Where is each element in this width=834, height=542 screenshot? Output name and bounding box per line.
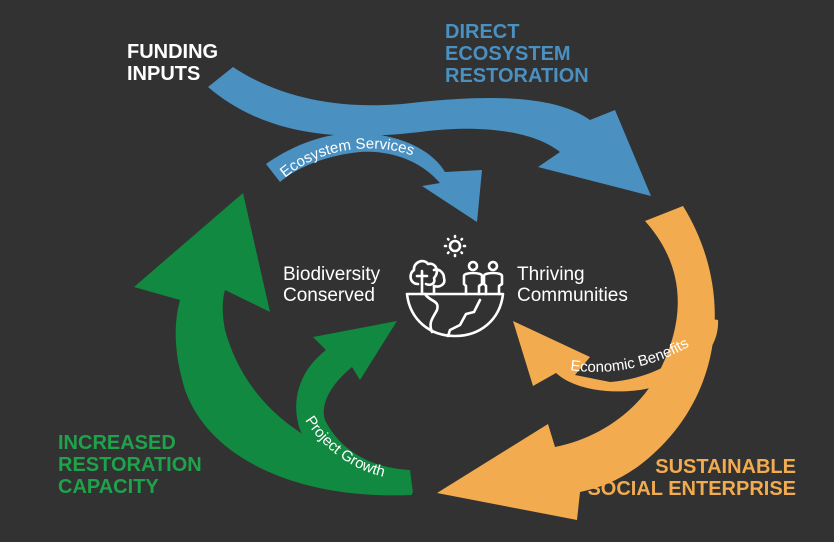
heading-line: RESTORATION [58,454,202,476]
earth-trees-people-sun-icon [405,234,505,338]
label-line: Thriving [517,264,585,285]
blue-main-arrow [208,67,651,196]
heading-line: INPUTS [127,63,201,85]
green-main-arrow [134,193,412,496]
heading-line: SUSTAINABLE [655,456,796,478]
biodiversity-conserved-label: Biodiversity Conserved [283,264,380,306]
heading-line: DIRECT [445,21,520,43]
heading-line: CAPACITY [58,476,159,498]
label-line: Communities [517,285,628,306]
ecosystem-services-label: Ecosystem Services [277,135,416,181]
increased-restoration-capacity-heading: INCREASED RESTORATION CAPACITY [58,432,202,498]
label-line: Conserved [283,285,375,306]
green-branch-arrow [296,321,413,493]
direct-ecosystem-restoration-heading: DIRECT ECOSYSTEM RESTORATION [445,21,589,87]
thriving-communities-label: Thriving Communities [517,264,628,306]
heading-line: ECOSYSTEM [445,43,571,65]
sustainable-social-enterprise-heading: SUSTAINABLE SOCIAL ENTERPRISE [587,456,796,500]
label-line: Biodiversity [283,264,381,285]
heading-line: INCREASED [58,432,176,454]
orange-branch-arrow-body [513,318,719,392]
funding-inputs-heading: FUNDING INPUTS [127,41,218,85]
heading-line: RESTORATION [445,65,589,87]
heading-line: FUNDING [127,41,219,63]
orange-main-arrow [437,206,715,520]
blue-branch-arrow [266,133,482,222]
heading-line: SOCIAL ENTERPRISE [587,478,796,500]
